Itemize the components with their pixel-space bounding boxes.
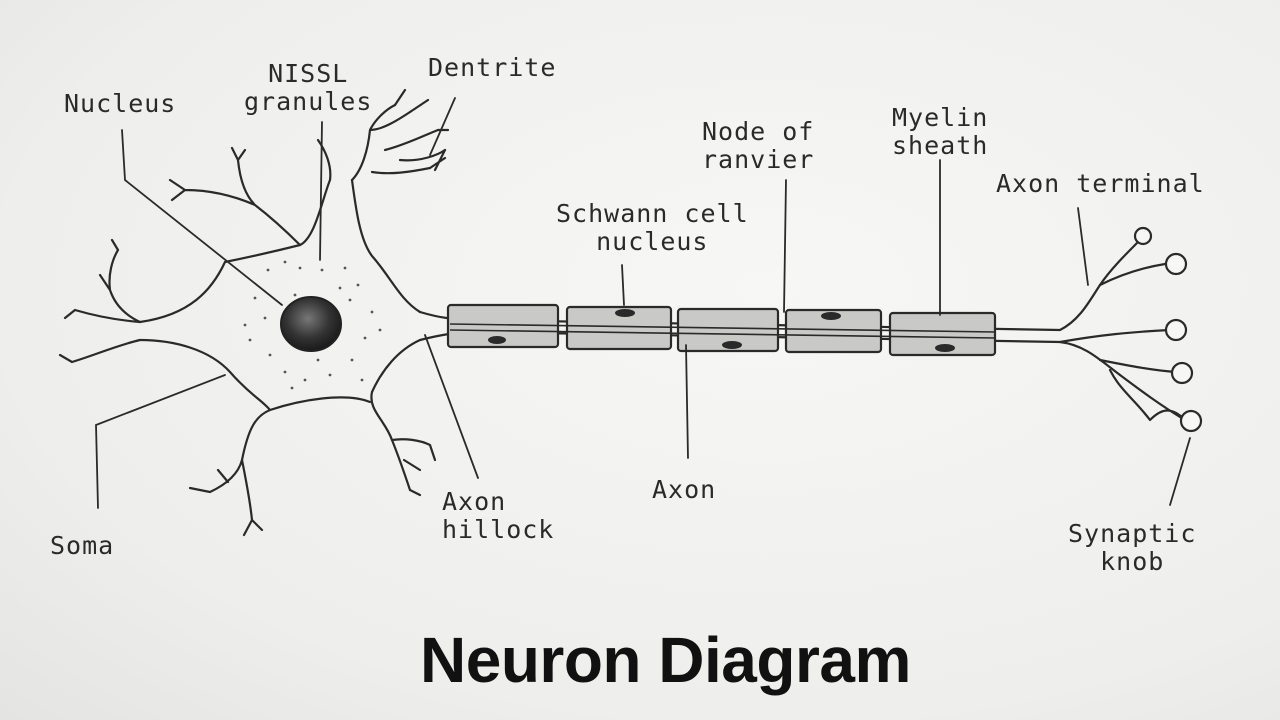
label-synaptic-knob: Synaptic knob bbox=[1068, 519, 1197, 576]
label-myelin-sheath: Myelin sheath bbox=[892, 103, 989, 160]
dendrite-upper-left bbox=[168, 146, 302, 247]
schwann-nucleus bbox=[722, 341, 742, 349]
leader-nucleus bbox=[121, 129, 283, 306]
label-axon: Axon bbox=[652, 475, 717, 504]
label-node-of-ranvier: Node of ranvier bbox=[702, 117, 815, 174]
label-schwann-cell-nucleus: Schwann cell nucleus bbox=[556, 199, 749, 256]
leader-dendrite bbox=[429, 97, 456, 156]
schwann-nucleus bbox=[615, 309, 635, 317]
synaptic-knob bbox=[1179, 409, 1203, 433]
leader-axon bbox=[685, 344, 689, 459]
label-nissl-granules: NISSL granules bbox=[244, 59, 373, 116]
dendrite-lower-right bbox=[390, 438, 437, 497]
label-nucleus: Nucleus bbox=[64, 89, 177, 118]
leader-node-of-ranvier bbox=[783, 179, 787, 313]
leader-schwann bbox=[621, 264, 625, 306]
leader-synaptic-knob bbox=[1169, 437, 1191, 506]
nissl-granule-dots bbox=[243, 260, 382, 390]
synaptic-knob bbox=[1164, 252, 1188, 276]
myelin-segment bbox=[888, 311, 997, 357]
synaptic-knob bbox=[1170, 361, 1194, 385]
soma-outline bbox=[138, 178, 422, 462]
leader-nissl bbox=[319, 121, 323, 261]
terminal-branches bbox=[1058, 262, 1187, 422]
dendrite-left bbox=[58, 238, 142, 364]
schwann-nucleus bbox=[821, 312, 841, 320]
leader-soma bbox=[95, 374, 226, 509]
synaptic-knob bbox=[1133, 226, 1153, 246]
synaptic-knobs bbox=[1133, 226, 1203, 433]
label-axon-hillock: Axon hillock bbox=[442, 487, 555, 544]
page-title: Neuron Diagram bbox=[420, 624, 911, 696]
leader-axon-terminal bbox=[1077, 207, 1089, 286]
dendrite-top bbox=[316, 103, 447, 182]
schwann-nuclei bbox=[488, 309, 955, 352]
axon-through-sheath bbox=[449, 323, 996, 339]
schwann-nucleus bbox=[935, 344, 955, 352]
dendrite-lower-left bbox=[188, 458, 264, 537]
schwann-nucleus bbox=[488, 336, 506, 344]
dendrite-top-branches bbox=[393, 88, 450, 172]
myelin-segment bbox=[676, 307, 780, 353]
leader-axon-hillock bbox=[424, 334, 479, 479]
label-soma: Soma bbox=[50, 531, 115, 560]
label-dendrite: Dentrite bbox=[428, 53, 557, 82]
label-axon-terminal: Axon terminal bbox=[996, 169, 1205, 198]
cell-nucleus bbox=[280, 296, 342, 352]
synaptic-knob bbox=[1164, 318, 1188, 342]
